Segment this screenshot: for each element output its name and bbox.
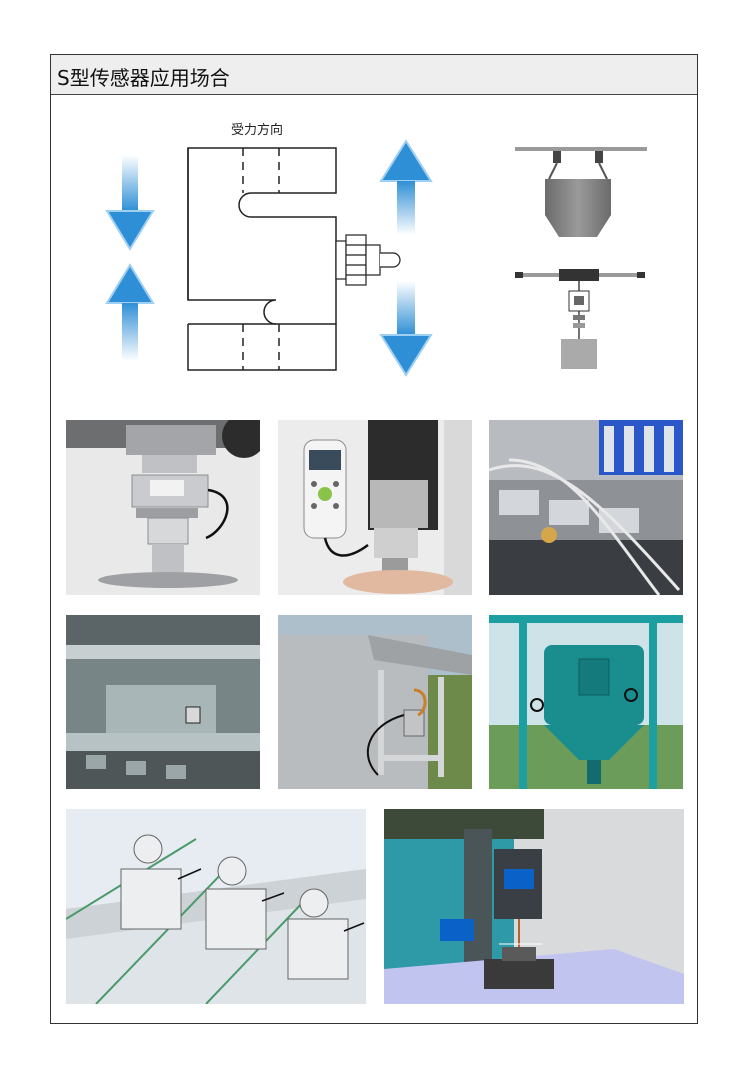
- photo-conveyor-pulley-sensors: [66, 809, 366, 1004]
- photo-galvanized-bracket-mount: [278, 615, 472, 789]
- cable-connector-icon: [335, 234, 401, 286]
- upward-arrow-icon: [105, 263, 155, 361]
- section-header: S型传感器应用场合: [51, 55, 697, 95]
- double-arrow-icon: [379, 139, 433, 377]
- downward-arrow-icon: [105, 155, 155, 251]
- hopper-suspension-icon: [515, 147, 647, 237]
- s-sensor-schematic: [105, 139, 647, 377]
- photo-production-line-sensors: [489, 420, 683, 595]
- s-type-sensor-outline: [187, 147, 337, 371]
- force-direction-label: 受力方向: [231, 123, 284, 138]
- content-frame: S型传感器应用场合 受力方向: [50, 54, 698, 1024]
- photo-press-test-station: [384, 809, 684, 1004]
- photo-tank-weighing-mount: [66, 420, 260, 595]
- photo-handheld-force-gauge: [278, 420, 472, 595]
- photo-silo-suspension: [489, 615, 683, 789]
- hanging-weight-icon: [515, 269, 645, 369]
- photo-hopper-frame-mount: [66, 615, 260, 789]
- section-title: S型传感器应用场合: [57, 66, 230, 90]
- force-direction-diagram: 受力方向: [51, 95, 697, 420]
